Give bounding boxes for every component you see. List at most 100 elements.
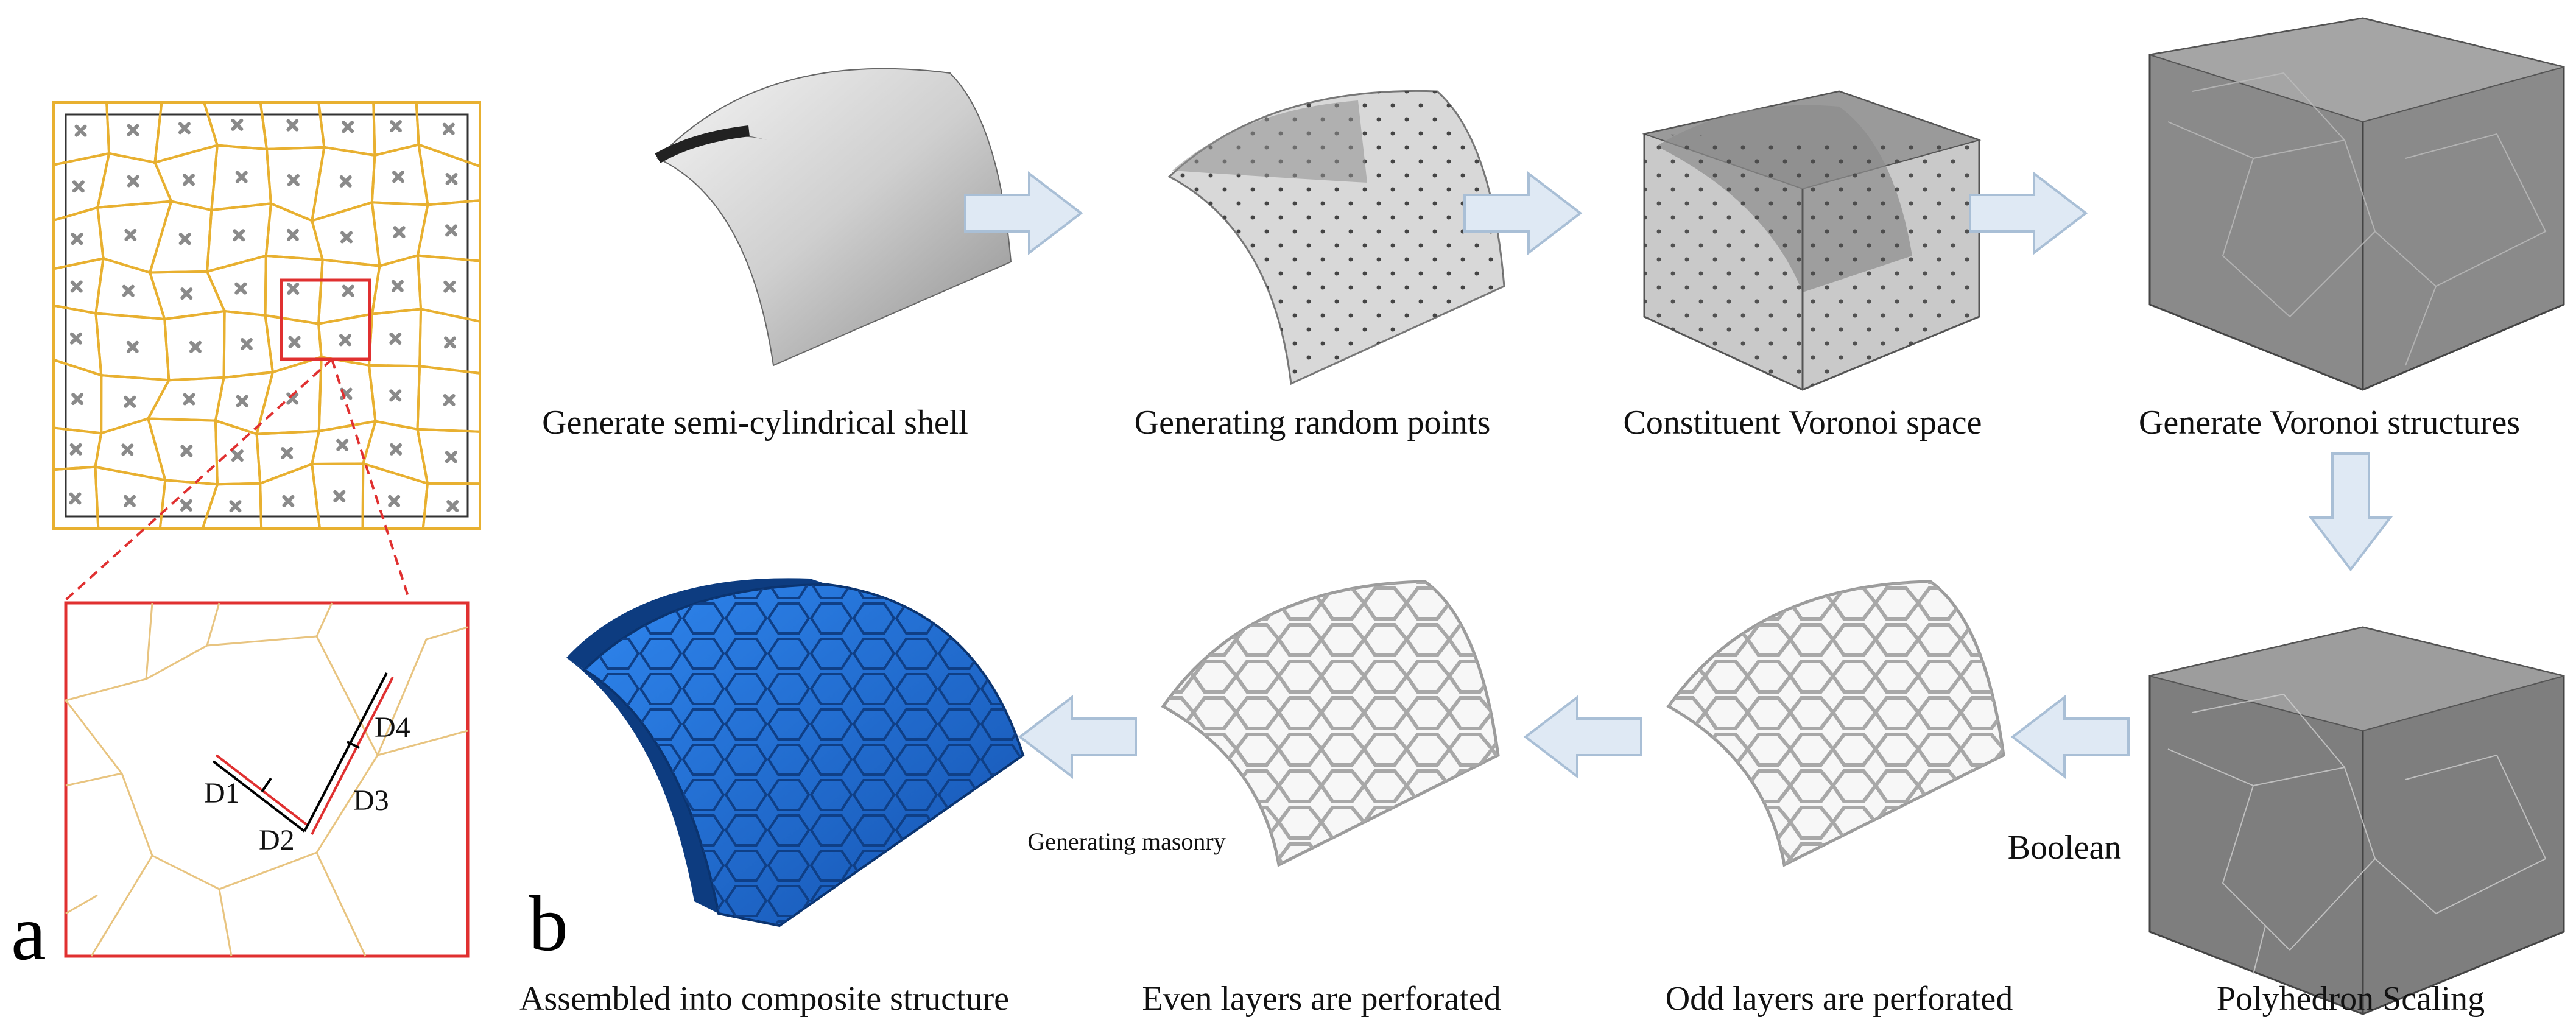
voronoi-seed [388, 495, 401, 507]
zoom-leader-left [65, 358, 333, 601]
panel-letter-b: b [529, 880, 568, 968]
step1-caption: Generate semi-cylindrical shell [542, 404, 968, 442]
voronoi-seed [72, 180, 85, 193]
voronoi-seed [71, 233, 83, 245]
voronoi-seed [287, 174, 300, 186]
zoom-leader-right [331, 359, 410, 600]
voronoi-seed [231, 118, 244, 131]
voronoi-seed [180, 287, 193, 300]
panel-a: D1 D2 D3 D4 a [11, 101, 481, 977]
voronoi-seed [445, 172, 458, 185]
step3-caption: Constituent Voronoi space [1623, 404, 1982, 442]
voronoi-seed [443, 393, 456, 406]
arrow-step1-to-step2 [964, 171, 1083, 256]
step5-polyhedron-scaling-figure [2148, 626, 2565, 1015]
voronoi-seed [180, 499, 192, 512]
panel-b: Generate semi-cylindrical shell Generati… [519, 17, 2565, 1018]
arrow-step6-to-step7 [1523, 694, 1642, 780]
voronoi-cell [421, 482, 481, 530]
step4-voronoi-structures-figure [2148, 17, 2565, 391]
panel-letter-a: a [11, 889, 46, 977]
voronoi-seed [286, 119, 299, 132]
voronoi-seed [124, 228, 137, 241]
voronoi-seed [443, 280, 456, 293]
voronoi-seed [127, 124, 139, 136]
voronoi-seed [336, 438, 349, 451]
zoom-detail-cells [64, 602, 468, 957]
voronoi-seed [389, 389, 402, 402]
voronoi-seed [389, 333, 402, 345]
voronoi-seed [240, 337, 253, 350]
voronoi-seed [122, 284, 135, 297]
step7-caption: Even layers are perforated [1142, 980, 1501, 1018]
distance-label-d1: D1 [204, 777, 240, 809]
step2-caption: Generating random points [1135, 404, 1491, 442]
step7-even-layers-figure [1161, 580, 1500, 867]
voronoi-seed [281, 447, 294, 460]
arrow-step3-to-step4 [1969, 171, 2088, 256]
voronoi-seed [124, 395, 136, 408]
voronoi-seed [69, 492, 82, 505]
arrow-step7-to-step8 [1018, 694, 1137, 780]
voronoi-seed [183, 393, 195, 406]
voronoi-seed [445, 224, 458, 237]
voronoi-seed [339, 175, 352, 188]
voronoi-seed [127, 175, 139, 188]
voronoi-seed [342, 284, 354, 297]
voronoi-seed [235, 171, 248, 183]
voronoi-seed [69, 443, 82, 456]
distance-label-d2: D2 [259, 824, 295, 856]
voronoi-seed [444, 336, 457, 349]
voronoi-seed [445, 451, 457, 463]
voronoi-seed [390, 443, 403, 456]
voronoi-seed [234, 282, 247, 295]
generating-masonry-label: Generating masonry [1027, 828, 1225, 855]
voronoi-seed [71, 393, 84, 406]
step1-shell-figure [655, 68, 1012, 367]
voronoi-seed [123, 495, 136, 507]
zoom-region-box [280, 278, 371, 361]
voronoi-seed [178, 122, 191, 135]
step8-composite-figure [566, 578, 1025, 928]
arrow-step2-to-step3 [1463, 171, 1583, 256]
voronoi-seed [342, 121, 354, 133]
step6-caption: Odd layers are perforated [1666, 980, 2013, 1018]
voronoi-seed [236, 395, 248, 407]
flow-arrows [964, 171, 2393, 780]
step5-caption: Polyhedron Scaling [2217, 980, 2485, 1018]
voronoi-seed [126, 340, 139, 353]
voronoi-seed [182, 174, 195, 186]
voronoi-seed [339, 334, 351, 347]
voronoi-seed [391, 280, 404, 292]
voronoi-seed [180, 445, 193, 457]
voronoi-seed [189, 340, 202, 353]
arrow-step5-to-step6 [2010, 694, 2130, 780]
voronoi-seed-points [69, 118, 459, 513]
voronoi-seed [70, 280, 83, 293]
voronoi-tessellation [52, 101, 481, 530]
voronoi-seed [288, 336, 301, 348]
distance-markers [212, 672, 394, 835]
distance-label-d3: D3 [353, 784, 389, 817]
voronoi-seed [446, 499, 459, 512]
voronoi-seed [287, 282, 300, 295]
voronoi-seed [229, 500, 242, 513]
voronoi-seed [340, 231, 353, 244]
voronoi-seed [389, 120, 402, 133]
zoom-detail-box [64, 601, 470, 958]
voronoi-seed [393, 226, 406, 239]
distance-label-d4: D4 [375, 711, 410, 744]
voronoi-seed [442, 122, 455, 135]
voronoi-seed [286, 228, 299, 241]
voronoi-seed [121, 443, 134, 456]
step6-odd-layers-figure [1666, 580, 2005, 867]
voronoi-seed [69, 332, 82, 345]
boolean-label: Boolean [2008, 829, 2122, 867]
voronoi-seed [231, 449, 244, 462]
voronoi-seed [74, 124, 87, 137]
step8-caption: Assembled into composite structure [519, 980, 1009, 1018]
arrow-step4-to-step5 [2308, 452, 2393, 572]
step3-voronoi-space-figure [1642, 90, 1982, 391]
voronoi-seed [286, 392, 299, 405]
